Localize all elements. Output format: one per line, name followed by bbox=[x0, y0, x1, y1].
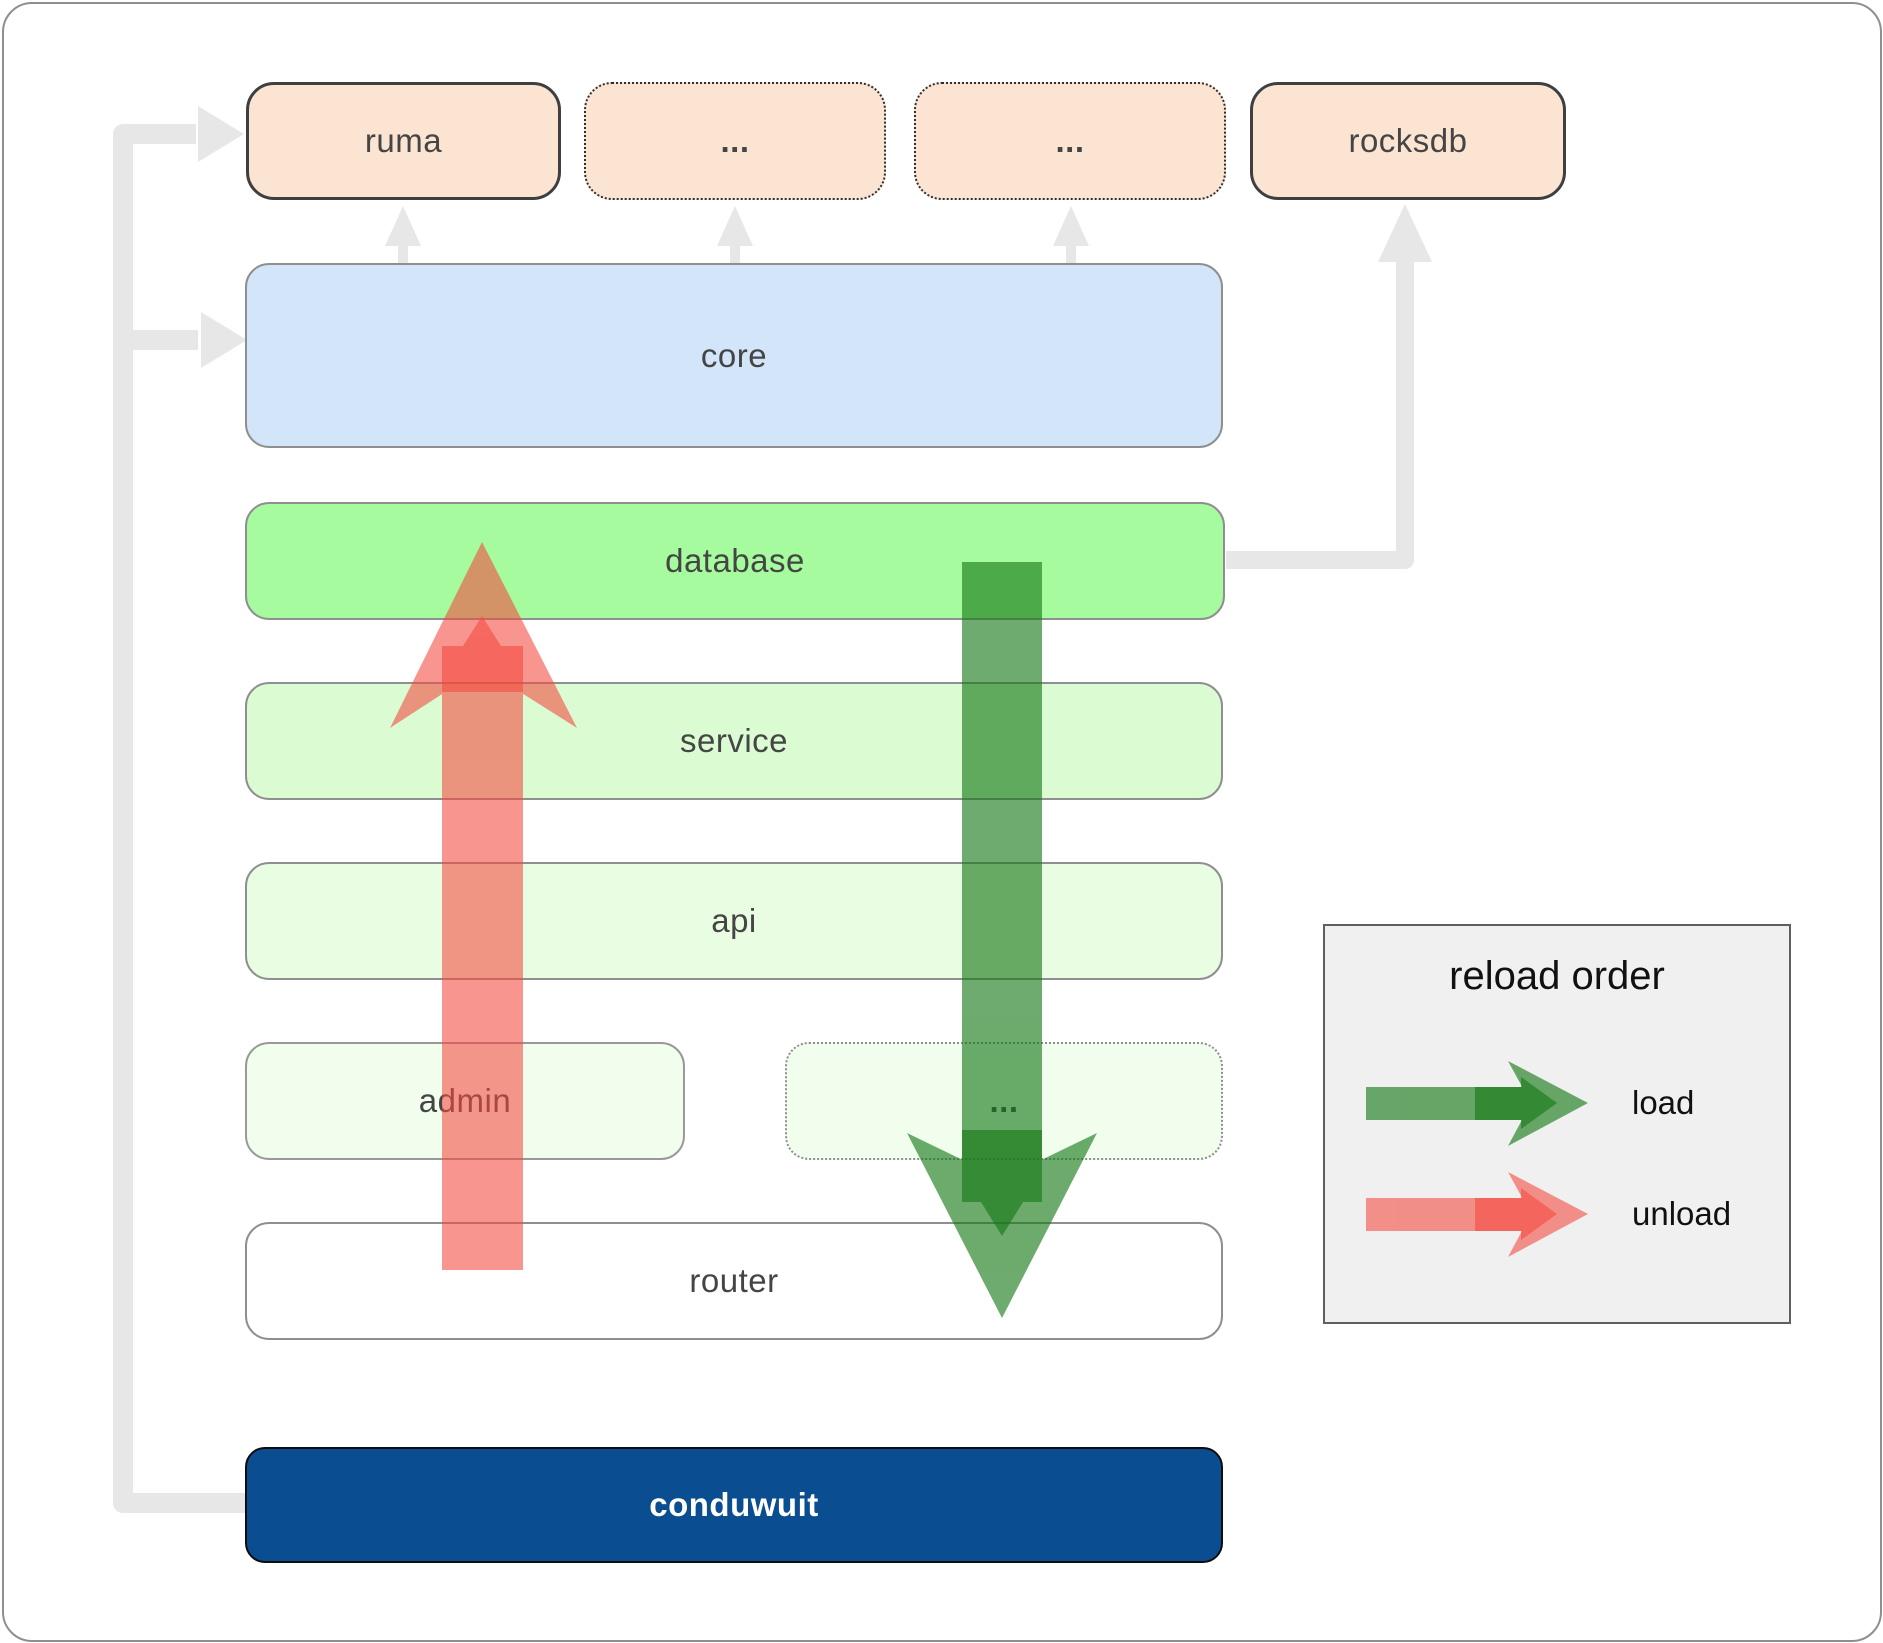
node-rocksdb-label: rocksdb bbox=[1348, 122, 1468, 159]
node-ellipsis-mid-label: ... bbox=[989, 1082, 1019, 1119]
legend-load-label: load bbox=[1632, 1084, 1695, 1121]
legend-load-arrow-icon bbox=[1366, 1061, 1588, 1146]
legend-unload-arrow-icon bbox=[1366, 1172, 1588, 1257]
node-admin-label: admin bbox=[418, 1082, 512, 1119]
node-conduwuit: conduwuit bbox=[245, 1447, 1223, 1563]
node-admin: admin bbox=[245, 1042, 685, 1160]
node-ellipsis-top-2-label: ... bbox=[1055, 122, 1085, 159]
legend-unload-label: unload bbox=[1632, 1195, 1732, 1232]
node-rocksdb: rocksdb bbox=[1250, 82, 1566, 200]
node-ruma-label: ruma bbox=[364, 122, 443, 159]
legend: reload order load unload bbox=[1323, 924, 1791, 1324]
node-ruma: ruma bbox=[246, 82, 561, 200]
node-ellipsis-mid: ... bbox=[785, 1042, 1223, 1160]
node-service-label: service bbox=[679, 722, 789, 759]
node-database: database bbox=[245, 502, 1225, 620]
node-router-label: router bbox=[689, 1262, 779, 1299]
node-database-label: database bbox=[665, 542, 805, 579]
node-api: api bbox=[245, 862, 1223, 980]
node-ellipsis-top-2: ... bbox=[914, 82, 1226, 200]
node-router: router bbox=[245, 1222, 1223, 1340]
node-api-label: api bbox=[711, 902, 757, 939]
node-service: service bbox=[245, 682, 1223, 800]
node-conduwuit-label: conduwuit bbox=[649, 1486, 819, 1523]
node-ellipsis-top-1: ... bbox=[584, 82, 886, 200]
node-core-label: core bbox=[700, 336, 768, 374]
legend-title: reload order bbox=[1449, 954, 1665, 998]
node-ellipsis-top-1-label: ... bbox=[720, 122, 750, 159]
node-core: core bbox=[245, 263, 1223, 448]
